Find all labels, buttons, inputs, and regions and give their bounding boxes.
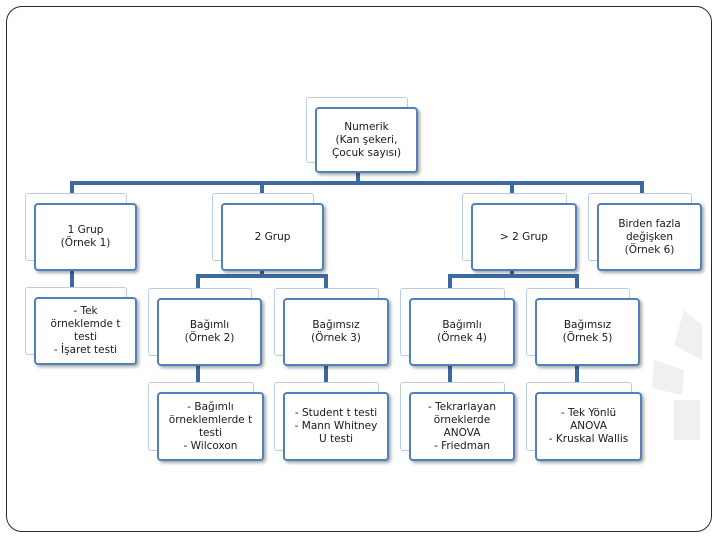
decorative-watermark: [652, 310, 702, 440]
node-2-grup-bagimsiz: Bağımsız (Örnek 3): [274, 288, 389, 366]
node-gt2-grup-bagimsiz: Bağımsız (Örnek 5): [526, 288, 640, 366]
node-2-grup-bagimsiz-tests-box: - Student t testi - Mann Whitney U testi: [283, 392, 389, 461]
node-gt2-grup-bagimli: Bağımlı (Örnek 4): [400, 288, 515, 366]
node-gt2-grup-bagimsiz-tests-label: - Tek Yönlü ANOVA - Kruskal Wallis: [548, 407, 629, 445]
node-gt2-grup-box: > 2 Grup: [471, 203, 577, 271]
node-gt2-grup-bagimsiz-tests: - Tek Yönlü ANOVA - Kruskal Wallis: [526, 382, 642, 461]
node-birden-fazla: Birden fazla değişken (Örnek 6): [588, 193, 702, 271]
node-root-label: Numerik (Kan şekeri, Çocuk sayısı): [331, 120, 402, 159]
node-1-grup-tests: - Tek örneklemde t testi - İşaret testi: [25, 287, 137, 365]
node-1-grup-label: 1 Grup (Örnek 1): [60, 224, 111, 249]
node-birden-fazla-label: Birden fazla değişken (Örnek 6): [618, 217, 681, 256]
node-gt2-grup: > 2 Grup: [462, 193, 577, 271]
node-birden-fazla-box: Birden fazla değişken (Örnek 6): [597, 203, 702, 271]
node-2-grup-bagimsiz-label: Bağımsız (Örnek 3): [311, 319, 361, 344]
node-2-grup-bagimli-label: Bağımlı (Örnek 2): [184, 319, 235, 344]
node-gt2-grup-bagimsiz-label: Bağımsız (Örnek 5): [562, 319, 613, 344]
node-2-grup-box: 2 Grup: [221, 203, 324, 271]
node-2-grup-bagimli-tests: - Bağımlı örneklemlerde t testi - Wilcox…: [148, 382, 264, 461]
node-1-grup-box: 1 Grup (Örnek 1): [34, 203, 137, 271]
node-2-grup-bagimli-box: Bağımlı (Örnek 2): [157, 298, 262, 366]
node-gt2-grup-bagimli-tests-label: - Tekrarlayan örneklerde ANOVA - Friedma…: [427, 400, 497, 452]
node-1-grup-tests-label: - Tek örneklemde t testi - İşaret testi: [50, 305, 121, 356]
node-gt2-grup-bagimli-tests: - Tekrarlayan örneklerde ANOVA - Friedma…: [400, 382, 515, 461]
node-2-grup-bagimli-tests-label: - Bağımlı örneklemlerde t testi - Wilcox…: [168, 400, 253, 452]
node-gt2-grup-bagimli-tests-box: - Tekrarlayan örneklerde ANOVA - Friedma…: [409, 392, 515, 461]
node-2-grup-label: 2 Grup: [254, 230, 291, 243]
node-1-grup: 1 Grup (Örnek 1): [25, 193, 137, 271]
node-2-grup-bagimli: Bağımlı (Örnek 2): [148, 288, 262, 366]
node-gt2-grup-label: > 2 Grup: [500, 230, 548, 243]
node-gt2-grup-bagimsiz-box: Bağımsız (Örnek 5): [535, 298, 640, 366]
node-2-grup-bagimsiz-tests: - Student t testi - Mann Whitney U testi: [274, 382, 389, 461]
node-2-grup: 2 Grup: [212, 193, 324, 271]
node-1-grup-tests-box: - Tek örneklemde t testi - İşaret testi: [34, 297, 137, 365]
node-gt2-grup-bagimli-box: Bağımlı (Örnek 4): [409, 298, 515, 366]
node-2-grup-bagimli-tests-box: - Bağımlı örneklemlerde t testi - Wilcox…: [157, 392, 264, 461]
node-root-box: Numerik (Kan şekeri, Çocuk sayısı): [315, 107, 418, 173]
node-2-grup-bagimsiz-box: Bağımsız (Örnek 3): [283, 298, 389, 366]
node-gt2-grup-bagimsiz-tests-box: - Tek Yönlü ANOVA - Kruskal Wallis: [535, 392, 642, 461]
node-gt2-grup-bagimli-label: Bağımlı (Örnek 4): [437, 319, 487, 344]
node-2-grup-bagimsiz-tests-label: - Student t testi - Mann Whitney U testi: [294, 407, 378, 445]
node-root: Numerik (Kan şekeri, Çocuk sayısı): [306, 97, 418, 173]
